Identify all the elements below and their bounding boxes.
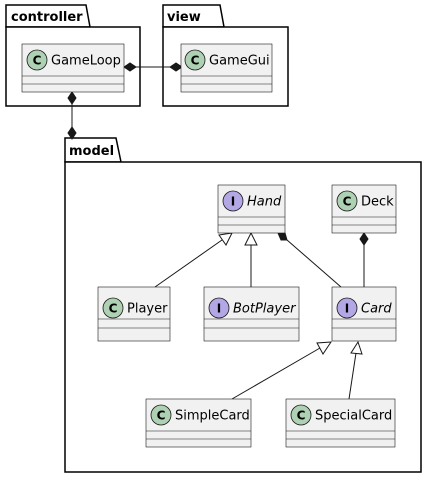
- class-specialcard-name: SpecialCard: [315, 409, 392, 424]
- class-stereotype-icon: [184, 49, 206, 71]
- class-player[interactable]: C Player: [97, 286, 171, 342]
- interface-stereotype-icon: [208, 297, 230, 319]
- class-stereotype-letter: C: [343, 195, 352, 209]
- relation-gameloop-gamegui: [123, 62, 183, 72]
- class-stereotype-letter: C: [157, 409, 166, 423]
- interface-botplayer-name: BotPlayer: [233, 302, 297, 317]
- relation-player-hand: [154, 232, 233, 288]
- relation-deck-card: [359, 232, 369, 287]
- class-gamegui-name: GameGui: [209, 54, 270, 69]
- package-view-label: view: [167, 10, 201, 25]
- class-stereotype-letter: C: [33, 54, 42, 68]
- class-deck[interactable]: C Deck: [331, 184, 397, 234]
- interface-stereotype-letter: I: [217, 302, 221, 316]
- interface-stereotype-icon: [222, 190, 244, 212]
- class-stereotype-letter: C: [297, 409, 306, 423]
- class-stereotype-letter: C: [191, 54, 200, 68]
- relation-specialcard-card: [348, 340, 363, 400]
- class-stereotype-icon: [336, 190, 358, 212]
- class-stereotype-letter: C: [109, 302, 118, 316]
- interface-card[interactable]: I Card: [331, 286, 397, 342]
- interface-stereotype-icon: [336, 297, 358, 319]
- relation-simplecard-card: [231, 341, 332, 400]
- interface-botplayer[interactable]: I BotPlayer: [203, 286, 300, 342]
- class-stereotype-icon: [26, 49, 48, 71]
- class-specialcard[interactable]: C SpecialCard: [285, 398, 396, 448]
- interface-card-name: Card: [361, 302, 392, 317]
- class-stereotype-icon: [290, 404, 312, 426]
- class-deck-name: Deck: [361, 195, 394, 210]
- interface-hand-name: Hand: [247, 195, 282, 210]
- class-stereotype-icon: [102, 297, 124, 319]
- class-simplecard-name: SimpleCard: [175, 409, 250, 424]
- class-player-name: Player: [127, 302, 168, 317]
- interface-hand[interactable]: I Hand: [217, 184, 286, 234]
- interface-stereotype-letter: I: [345, 302, 349, 316]
- relation-botplayer-hand: [244, 231, 258, 287]
- class-simplecard[interactable]: C SimpleCard: [145, 398, 252, 448]
- class-gameloop[interactable]: C GameLoop: [21, 43, 125, 93]
- package-model-label: model: [69, 144, 114, 159]
- interface-stereotype-letter: I: [231, 195, 235, 209]
- class-gamegui[interactable]: C GameGui: [180, 43, 273, 93]
- package-controller-label: controller: [11, 10, 83, 25]
- class-gameloop-name: GameLoop: [51, 54, 121, 69]
- class-stereotype-icon: [150, 404, 172, 426]
- relation-gameloop-model: [67, 91, 77, 140]
